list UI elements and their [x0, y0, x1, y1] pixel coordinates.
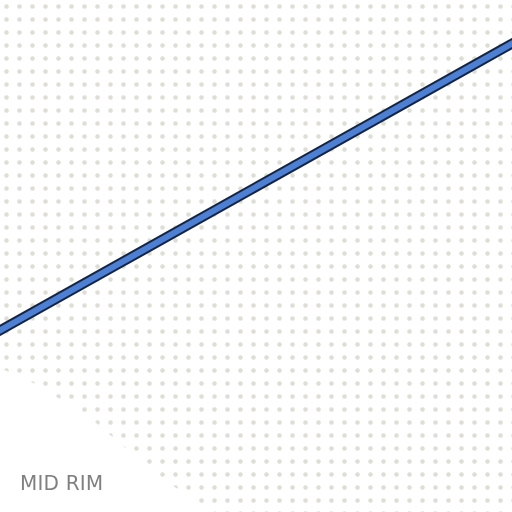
route-line[interactable] [0, 37, 512, 337]
place-label-mid-rim: MID RIM [20, 471, 104, 495]
